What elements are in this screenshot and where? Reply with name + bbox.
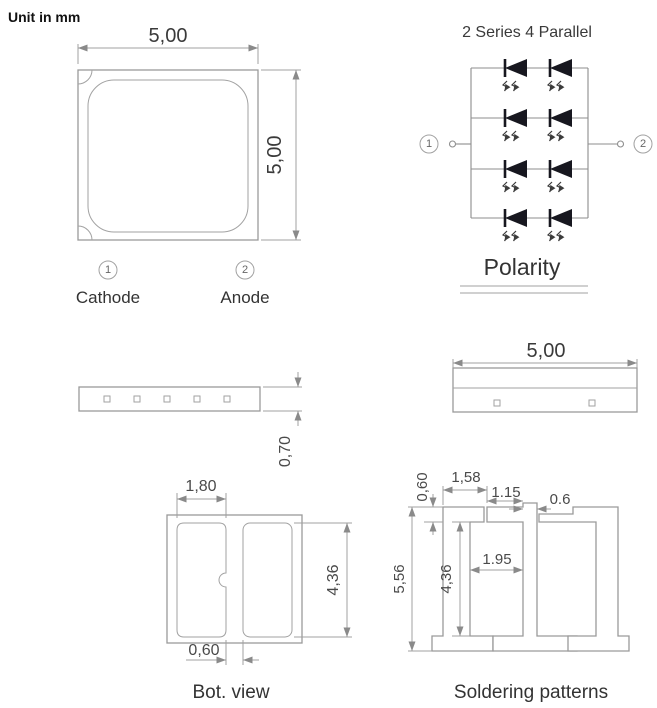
dim-total-height-value: 5,56	[391, 564, 408, 593]
terminal-left-number: 1	[426, 138, 432, 150]
solder-land-right	[538, 506, 630, 652]
dim-strip-width-value: 0.6	[550, 491, 571, 508]
solder-land-center	[486, 502, 578, 652]
dim-pad-width-value: 1,80	[185, 478, 216, 495]
dim-top-width: 1,58	[442, 469, 488, 505]
top-edge-view: 5,00	[452, 340, 638, 413]
dim-pad-height-value: 4,36	[325, 564, 342, 595]
bottom-pad-left	[176, 522, 227, 638]
terminal-right: 2	[588, 134, 653, 154]
dim-edge-width-value: 5,00	[527, 340, 566, 362]
soldering-pattern: 0,60 1,58 1.15 0.6 5,56	[391, 469, 630, 703]
terminal-left: 1	[419, 134, 471, 154]
package-top-view: 5,00 5,00 1 Cathode 2 Anode	[76, 25, 301, 307]
dim-inner-height: 4,36	[438, 521, 470, 637]
dim-strip-width: 0.6	[509, 491, 571, 513]
package-outline	[77, 69, 259, 241]
dim-pad-height: 4,36	[294, 522, 352, 638]
dim-notch-width: 1.95	[470, 551, 523, 574]
lens-outline	[87, 79, 249, 233]
corner-mark-bottom-left	[77, 225, 93, 241]
dim-package-width: 5,00	[77, 25, 259, 64]
dim-inner-height-value: 4,36	[438, 564, 455, 593]
bottom-view-outline	[166, 514, 303, 644]
polarity-label: Polarity	[484, 254, 561, 280]
dim-pad-gap-value: 0,60	[188, 642, 219, 659]
dim-total-height: 5,56	[391, 506, 443, 652]
circuit-diagram: 2 Series 4 Parallel 1 2 Polarity	[419, 24, 653, 294]
pin1-circle	[98, 260, 118, 280]
soldering-pattern-caption: Soldering patterns	[454, 682, 608, 703]
edge-view-body	[452, 367, 638, 413]
corner-mark-top-left	[77, 69, 93, 85]
dim-pad-width: 1,80	[176, 478, 227, 518]
unit-note: Unit in mm	[8, 9, 80, 25]
dim-package-height: 5,00	[261, 69, 301, 241]
dim-package-width-value: 5,00	[149, 25, 188, 47]
pin2-number: 2	[242, 264, 248, 276]
bottom-pad-right	[242, 522, 293, 638]
pin1-label: Cathode	[76, 288, 140, 307]
bottom-view-caption: Bot. view	[192, 682, 269, 703]
pin1-number: 1	[105, 264, 111, 276]
dim-arm-width-value: 1.15	[491, 484, 520, 501]
dim-top-width-value: 1,58	[451, 469, 480, 486]
terminal-right-number: 2	[640, 138, 646, 150]
dim-step-value: 0,60	[414, 472, 431, 501]
pin2-callout: 2 Anode	[220, 260, 270, 307]
side-view-body	[78, 386, 261, 412]
side-view: 0,70	[78, 372, 302, 467]
dim-package-height-value: 5,00	[264, 136, 286, 175]
dim-arm-width: 1.15	[487, 484, 523, 505]
pin2-circle	[235, 260, 255, 280]
pin2-label: Anode	[220, 288, 269, 307]
pin1-callout: 1 Cathode	[76, 260, 140, 307]
dim-thickness-value: 0,70	[277, 436, 294, 467]
dim-pad-gap: 0,60	[186, 640, 259, 665]
dim-thickness: 0,70	[263, 372, 302, 467]
bottom-view: 1,80 4,36 0,60 Bot. view	[166, 478, 352, 703]
dim-step: 0,60	[414, 472, 443, 535]
circuit-title: 2 Series 4 Parallel	[462, 24, 592, 41]
dim-notch-width-value: 1.95	[482, 551, 511, 568]
dim-edge-width: 5,00	[452, 340, 638, 368]
